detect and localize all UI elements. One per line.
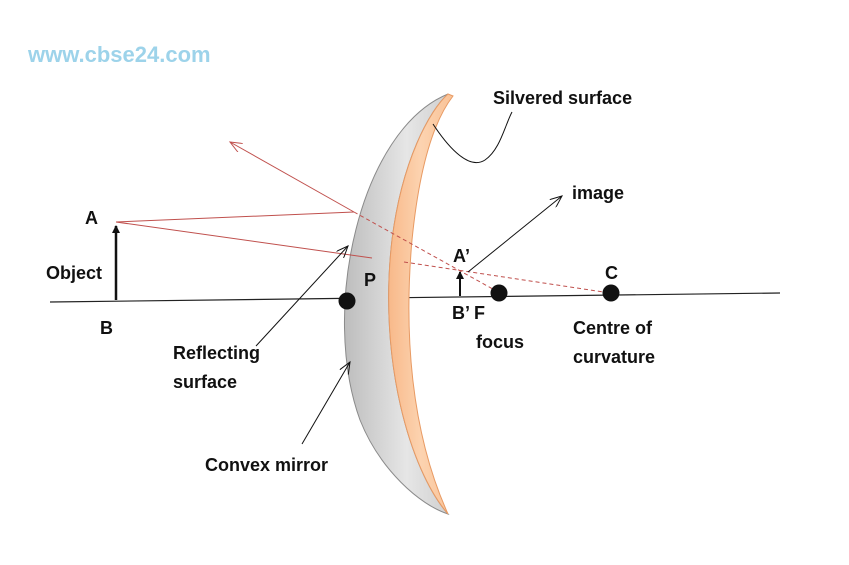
point-a-label: A [85, 208, 98, 228]
incident-ray-to-centre [115, 221, 373, 259]
object-label: Object [46, 263, 103, 283]
reflecting-surface-pointer [255, 246, 348, 347]
mirror-silvered-layer [388, 93, 454, 515]
silvered-surface-label: Silvered surface [493, 88, 633, 108]
centre-of-label: Centre of [573, 318, 653, 338]
convex-mirror-pointer [301, 362, 350, 445]
pole-label: P [364, 270, 377, 290]
image-pointer [467, 196, 562, 273]
pole-point [338, 292, 356, 310]
reflected-ray [230, 142, 355, 213]
image-base-focus-label: B’ F [452, 303, 486, 323]
point-a-prime-label: A’ [453, 246, 471, 266]
point-b-label: B [100, 318, 113, 338]
reflecting-label: Reflecting [173, 343, 261, 363]
convex-mirror-label: Convex mirror [205, 455, 329, 475]
silvered-surface-pointer [432, 111, 513, 163]
curvature-label: curvature [573, 347, 656, 367]
watermark: www.cbse24.com [28, 42, 211, 67]
focus-label: focus [476, 332, 525, 352]
surface-label: surface [173, 372, 238, 392]
centre-label: C [605, 263, 618, 283]
virtual-ray-to-centre [403, 261, 611, 294]
image-label: image [572, 183, 625, 203]
centre-of-curvature-point [602, 284, 620, 302]
focus-point [490, 284, 508, 302]
incident-ray-parallel [115, 211, 355, 223]
principal-axis [49, 292, 781, 303]
